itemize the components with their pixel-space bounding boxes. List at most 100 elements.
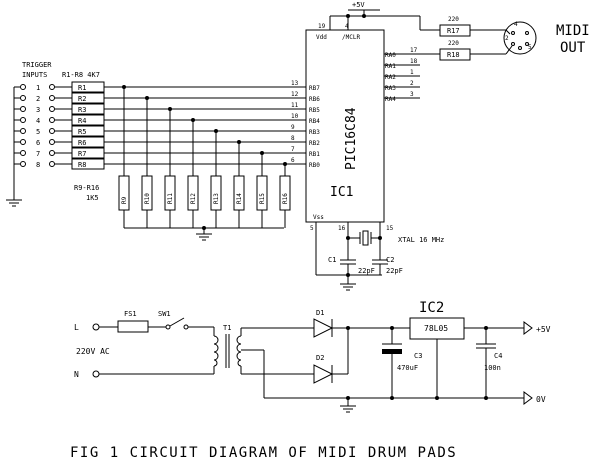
trigger-number: 2 <box>36 95 40 103</box>
port-b-pin-name: RB4 <box>309 118 320 125</box>
trigger-number: 7 <box>36 150 40 158</box>
input-resistor-label: R5 <box>78 128 86 136</box>
cap-c3 <box>382 349 402 354</box>
din-pin-4: 4 <box>514 21 518 28</box>
trigger-input-jack <box>20 150 26 156</box>
d2-label: D2 <box>316 354 324 362</box>
out-5v-arrow <box>523 321 533 335</box>
figure-caption: FIG 1 CIRCUIT DIAGRAM OF MIDI DRUM PADS <box>70 445 457 461</box>
r1-r8-label: R1-R8 4K7 <box>62 71 100 79</box>
midi-din-connector <box>503 21 537 55</box>
ac-label: 220V AC <box>76 347 110 356</box>
pin-mclr: 4 <box>345 23 349 30</box>
input-resistor-label: R3 <box>78 106 86 114</box>
trigger-label-1: TRIGGER <box>22 61 52 69</box>
input-resistor-label: R1 <box>78 84 86 92</box>
port-b-pin-number: 11 <box>291 102 299 109</box>
pulldown-resistor-label: R9 <box>121 196 128 204</box>
input-resistor-label: R2 <box>78 95 86 103</box>
pin-vss: 5 <box>310 225 314 232</box>
input-resistor-label: R6 <box>78 139 86 147</box>
port-a-pin-number: 2 <box>410 80 414 87</box>
out-0v-arrow <box>523 391 533 405</box>
c4-label: C4 <box>494 352 502 360</box>
out-5v-label: +5V <box>536 325 551 334</box>
r18-value: 220 <box>448 40 459 47</box>
c2-label: C2 <box>386 256 394 264</box>
port-b-pin-number: 6 <box>291 157 295 164</box>
vss-label: Vss <box>313 214 324 221</box>
trigger-input-jack <box>20 139 26 145</box>
port-a-pin-name: RA2 <box>385 74 396 81</box>
trigger-input-jack <box>20 106 26 112</box>
port-b-pin-name: RB6 <box>309 96 320 103</box>
diode-d2 <box>313 364 334 384</box>
port-b-pin-name: RB0 <box>309 162 320 169</box>
pulldown-resistor-label: R16 <box>282 193 289 204</box>
trigger-number: 5 <box>36 128 40 136</box>
input-resistor <box>71 125 105 137</box>
trigger-input-jack <box>20 95 26 101</box>
port-b-pin-number: 8 <box>291 135 295 142</box>
transformer-primary <box>213 335 219 367</box>
c1-label: C1 <box>328 256 336 264</box>
trigger-input-jack <box>20 128 26 134</box>
r17-value: 220 <box>448 16 459 23</box>
port-a-pin-number: 17 <box>410 47 418 54</box>
r9-r16-label: R9-R16 <box>74 184 99 192</box>
c3-value: 470uF <box>397 364 418 372</box>
c2-value: 22pF <box>386 267 403 275</box>
transformer-secondary <box>236 335 242 367</box>
trigger-input-jack <box>20 117 26 123</box>
port-a-pin-number: 18 <box>410 58 418 65</box>
port-b-pin-name: RB3 <box>309 129 320 136</box>
ic2-part-label: 78L05 <box>424 324 448 333</box>
port-b-pin-number: 10 <box>291 113 299 120</box>
din-pin-2: 2 <box>505 35 509 42</box>
port-b-pin-number: 13 <box>291 80 299 87</box>
port-a-pin-name: RA0 <box>385 52 396 59</box>
pulldown-resistor-label: R11 <box>167 193 174 204</box>
switch-sw1 <box>165 324 171 330</box>
ic1-part-label: PIC16C84 <box>344 107 359 170</box>
port-a-pin-number: 1 <box>410 69 414 76</box>
port-b-pin-name: RB2 <box>309 140 320 147</box>
midi-out-label-2: OUT <box>560 40 586 56</box>
trigger-number: 4 <box>36 117 40 125</box>
fuse-fs1 <box>117 320 149 333</box>
port-a-pin-number: 3 <box>410 91 414 98</box>
d1-label: D1 <box>316 309 324 317</box>
vdd-label: Vdd <box>316 34 327 41</box>
crystal <box>362 230 369 246</box>
r9-r16-value: 1K5 <box>86 194 99 202</box>
r18-label: R18 <box>447 51 460 59</box>
trigger-number: 6 <box>36 139 40 147</box>
port-b-pin-number: 12 <box>291 91 299 98</box>
pulldown-resistor-label: R12 <box>190 193 197 204</box>
input-resistor-label: R7 <box>78 150 86 158</box>
input-resistor <box>71 158 105 170</box>
port-b-pin-name: RB5 <box>309 107 320 114</box>
pulldown-resistor-label: R10 <box>144 193 151 204</box>
din-pin-5: 5 <box>528 44 532 51</box>
pin-osc2: 15 <box>386 225 394 232</box>
port-a-pin-name: RA3 <box>385 85 396 92</box>
line-label: L <box>74 323 79 332</box>
port-a-pin-name: RA4 <box>385 96 396 103</box>
pulldown-resistor-label: R15 <box>259 193 266 204</box>
input-resistor <box>71 92 105 104</box>
neutral-terminal <box>92 370 100 378</box>
line-terminal <box>92 323 100 331</box>
ic1-body <box>305 29 385 223</box>
input-resistor <box>71 136 105 148</box>
input-resistor-label: R4 <box>78 117 86 125</box>
diode-d1 <box>313 318 334 338</box>
trigger-number: 1 <box>36 84 40 92</box>
r17-label: R17 <box>447 27 460 35</box>
input-resistor <box>71 81 105 93</box>
input-resistor <box>71 114 105 126</box>
trigger-input-jack <box>20 161 26 167</box>
c1-value: 22pF <box>358 267 375 275</box>
xtal-label: XTAL 16 MHz <box>398 236 444 244</box>
